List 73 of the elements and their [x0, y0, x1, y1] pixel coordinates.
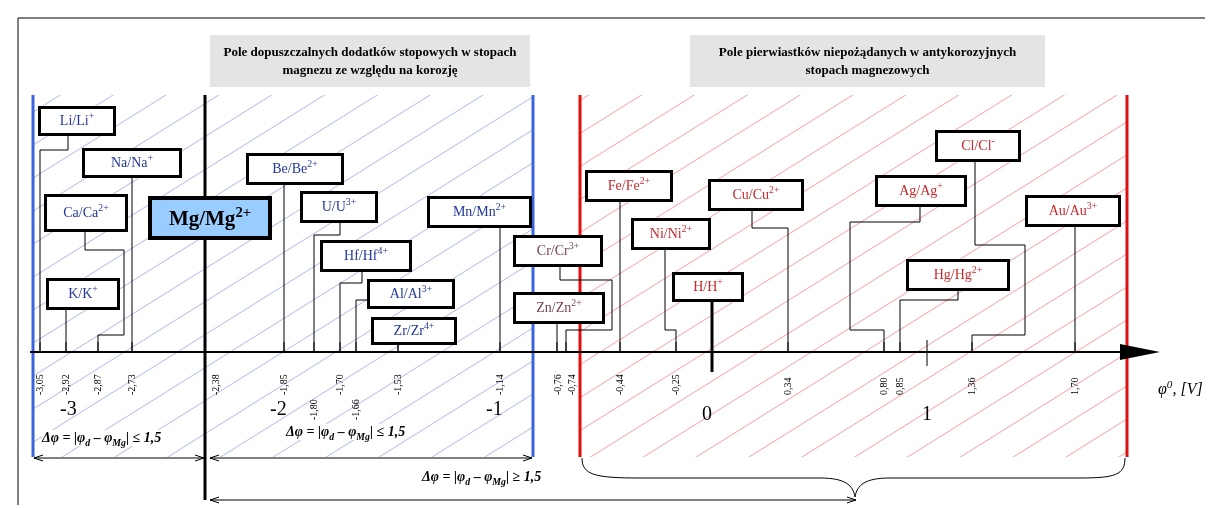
electrode-box: Fe/Fe$^{2+}$: [585, 170, 673, 202]
tick-label: -1,14: [494, 374, 505, 395]
tick-label: 0,80: [878, 377, 889, 395]
electrode-box: Mn/Mn$^{2+}$: [427, 196, 532, 228]
leader-line: [65, 309, 67, 353]
axis-label: φ$^{0}$, [V]: [1158, 380, 1203, 398]
leader-line: [559, 266, 613, 353]
electrode-box: Ni/Ni$^{2+}$: [631, 218, 711, 250]
electrode-box: Hg/Hg$^{2+}$: [906, 259, 1010, 291]
tick-label: -3,05: [34, 374, 45, 395]
electrode-box: Ag/Ag$^{+}$: [875, 175, 967, 207]
leader-line: [664, 249, 677, 353]
leader-line: [499, 227, 501, 353]
tick-label: -0,74: [566, 374, 577, 395]
leader-line: [84, 231, 125, 353]
leader-line: [203, 240, 207, 352]
tick-label: -2,38: [210, 374, 221, 395]
formula: Δφ = |φ$_{d}$ – φ$_{Mg}$| ≥ 1,5: [422, 469, 542, 485]
electrode-box: Ca/Ca$^{2+}$: [44, 194, 128, 232]
zone-number: -2: [270, 397, 287, 420]
electrode-box: Al/Al$^{3+}$: [367, 279, 455, 309]
leader-line: [849, 206, 921, 353]
tick-label: 1,36: [966, 377, 977, 395]
tick-label: -1,66: [350, 399, 361, 420]
leader-line: [1074, 226, 1076, 353]
electrode-box: Cl/Cl$^{-}$: [935, 130, 1021, 162]
electrode-box: K/K$^{+}$: [46, 278, 120, 310]
tick-label: -0,76: [552, 374, 563, 395]
electrode-box: Au/Au$^{3+}$: [1025, 195, 1121, 227]
tick-label: -2,87: [92, 374, 103, 395]
tick-label: 0,85: [894, 377, 905, 395]
tick-label: 1,70: [1069, 377, 1080, 395]
tick-label: -2,92: [60, 374, 71, 395]
reference-electrode-box: Mg/Mg$^{2+}$: [148, 196, 272, 240]
formula: Δφ = |φ$_{d}$ – φ$_{Mg}$| ≤ 1,5: [286, 424, 406, 440]
electrode-box: Cr/Cr$^{3+}$: [513, 235, 603, 267]
tick-label: -1,53: [392, 374, 403, 395]
zone-number: 0: [702, 402, 712, 425]
electrode-box: Li/Li$^{+}$: [38, 106, 116, 136]
tick-label: 0,34: [782, 377, 793, 395]
leader-line: [556, 323, 558, 353]
formula: Δφ = |φ$_{d}$ – φ$_{Mg}$| ≤ 1,5: [42, 430, 162, 446]
electrode-box: Hf/Hf$^{4+}$: [320, 240, 412, 272]
leader-line: [397, 344, 399, 353]
leader-line: [751, 210, 789, 353]
zone-number: -1: [486, 397, 503, 420]
electrode-box: Be/Be$^{2+}$: [246, 153, 344, 185]
electrode-box: Cu/Cu$^{2+}$: [708, 179, 804, 211]
tick-label: -1,70: [334, 374, 345, 395]
leader-line: [971, 161, 1026, 353]
tick-label: -1,85: [278, 374, 289, 395]
leader-line: [39, 135, 69, 353]
zone-heading: Pole dopuszczalnych dodatków stopowych w stopach magnezu ze względu na korozję: [210, 35, 530, 87]
zone-heading: Pole pierwiastków niepożądanych w antykorozyjnych stopach magnezowych: [690, 35, 1045, 87]
zone-number: 1: [922, 402, 932, 425]
leader-line: [710, 302, 714, 352]
leader-line: [339, 271, 363, 353]
electrode-box: Na/Na$^{+}$: [82, 148, 182, 178]
leader-line: [619, 201, 621, 353]
leader-line: [283, 184, 285, 353]
leader-line: [313, 222, 341, 353]
tick-label: -0,25: [670, 374, 681, 395]
tick-label: -2,73: [126, 374, 137, 395]
leader-line: [899, 290, 959, 353]
tick-label: -0,44: [614, 374, 625, 395]
leader-line: [355, 299, 368, 353]
tick-label: -1,80: [308, 399, 319, 420]
zone-number: -3: [60, 397, 77, 420]
electrode-box: H/H$^{+}$: [672, 272, 744, 302]
electrode-box: Zr/Zr$^{4+}$: [371, 317, 457, 345]
leader-line: [131, 177, 133, 353]
electrode-box: Zn/Zn$^{2+}$: [513, 292, 605, 324]
electrode-box: U/U$^{3+}$: [300, 191, 378, 223]
